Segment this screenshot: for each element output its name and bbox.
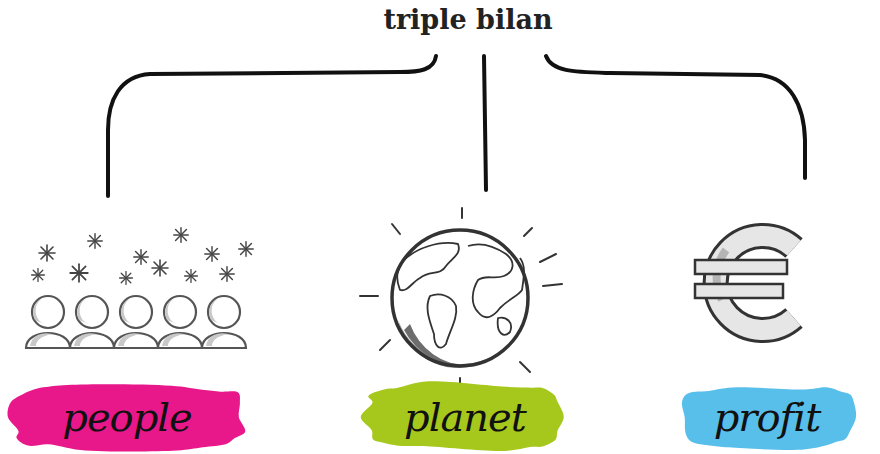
diagram-title: triple bilan: [0, 4, 880, 35]
node-label: planet: [362, 382, 568, 452]
node-label: people: [8, 382, 246, 452]
euro-illustration: [695, 236, 794, 330]
label-blob: profit: [676, 384, 858, 450]
node-label: profit: [676, 384, 858, 450]
label-blob: people: [8, 382, 246, 452]
label-blob: planet: [362, 382, 568, 452]
globe-illustration: [360, 208, 562, 390]
crowd-illustration: [26, 228, 253, 348]
bracket: [108, 56, 805, 196]
